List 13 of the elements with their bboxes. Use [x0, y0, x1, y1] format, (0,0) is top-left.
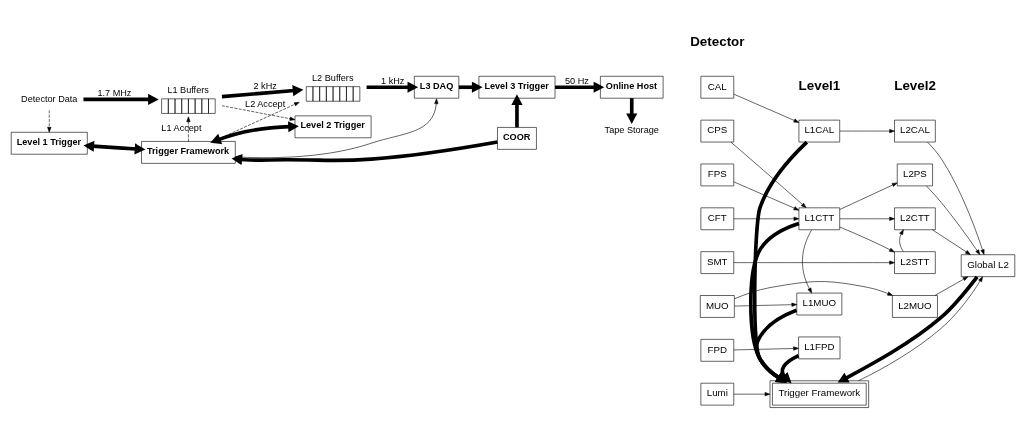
edge-label: L1 Accept: [161, 123, 202, 134]
node-text: Tape Storage: [604, 125, 659, 136]
edge-label: 1 kHz: [381, 76, 405, 87]
label: Level2: [894, 78, 936, 94]
edge-label: 1.7 MHz: [97, 88, 132, 99]
label: Level1: [798, 78, 841, 94]
edge-label: 2 kHz: [253, 81, 277, 92]
edge-label: L2 Accept: [245, 99, 286, 110]
label: Detector: [690, 34, 745, 50]
node-label: L2 Buffers: [312, 73, 354, 84]
node-text: Detector Data: [21, 93, 78, 104]
node-label: L1 Buffers: [167, 85, 209, 96]
edge-label: 50 Hz: [565, 76, 589, 87]
